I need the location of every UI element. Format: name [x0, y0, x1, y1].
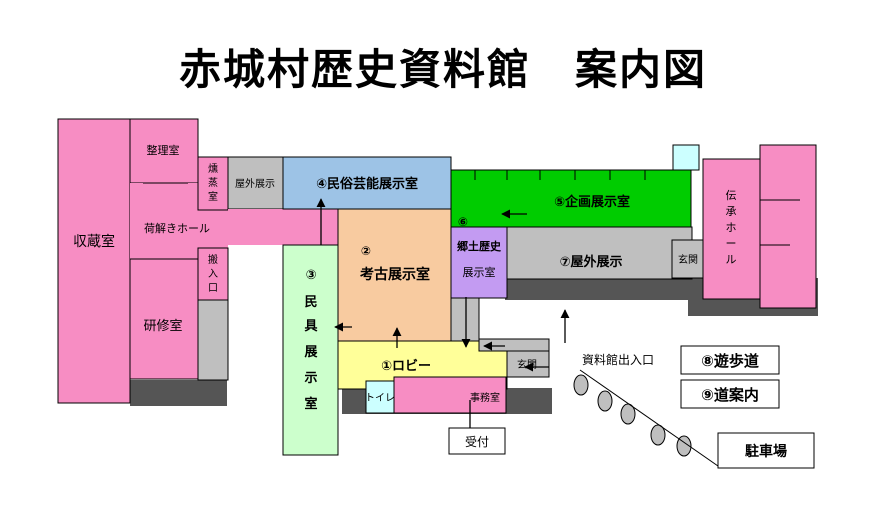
archaeology-room: [337, 208, 452, 342]
tradition-label-2: 承: [726, 205, 737, 218]
archaeology-label: 考古展示室: [360, 266, 430, 283]
tools-label-3: 具: [304, 319, 317, 334]
outdoor-small-label: 屋外展示: [235, 178, 275, 190]
right-wing: [759, 144, 817, 309]
corridor-left-gray: [197, 299, 229, 381]
tradition-label-4: ー: [726, 237, 737, 250]
toilet-label: トイレ: [365, 393, 395, 404]
loading-label-3: 口: [208, 283, 218, 294]
folk-label: ④民俗芸能展示室: [316, 176, 418, 192]
training-label: 研修室: [143, 318, 182, 334]
tools-label-2: 民: [304, 295, 317, 310]
special-label: ⑤企画展示室: [554, 194, 630, 210]
small-cyan-box: [672, 144, 700, 171]
local-label-1: 郷土歴史: [457, 239, 502, 253]
tools-label-6: 室: [304, 396, 317, 412]
outdoor-exhibit-small: [227, 156, 284, 210]
archaeology-num: ②: [361, 244, 371, 258]
walkway-box: [680, 345, 780, 375]
storage-room: [57, 118, 131, 404]
tradition-label-3: ホ: [726, 221, 737, 234]
route-arrows: [316, 198, 570, 428]
special-room-dividers: [474, 170, 646, 180]
storage-label: 収蔵室: [73, 233, 115, 250]
reception-box: [448, 427, 506, 455]
arrange-room: [129, 118, 199, 184]
museum-entrance-label: 資料館出入口: [582, 352, 654, 367]
outdoor-exhibit: [506, 226, 693, 280]
tools-label-1: ③: [305, 268, 316, 283]
parking-label: 駐車場: [745, 443, 787, 460]
tools-room: [282, 244, 339, 456]
walkway-label: ⑧遊歩道: [701, 352, 759, 370]
office: [393, 376, 507, 414]
tools-label-4: 展: [304, 345, 318, 360]
office-label: 事務室: [470, 391, 500, 404]
tradition-hall: [702, 158, 761, 300]
unpacking-label: 荷解きホール: [144, 221, 210, 235]
parking-box: [717, 432, 815, 469]
corridor-connector: [228, 209, 338, 245]
folk-art-room: [282, 156, 452, 210]
guide-label: ⑨道案内: [701, 386, 759, 404]
map-title: 赤城村歴史資料館 案内図: [178, 45, 707, 94]
lobby-label: ①ロビー: [381, 358, 431, 374]
walkway-path: [573, 374, 692, 457]
tradition-label-5: ル: [726, 253, 737, 266]
entrance-label: 玄関: [517, 358, 537, 371]
local-num: ⑥: [458, 215, 468, 229]
special-exhibit-room: [450, 169, 692, 228]
entrance-right-label: 玄関: [678, 253, 698, 266]
fumigation-label-1: 燻: [208, 162, 218, 175]
reception-label: 受付: [465, 435, 489, 449]
loading-label-1: 搬: [208, 253, 218, 266]
tools-label-5: 示: [304, 371, 317, 386]
loading-label-2: 入: [208, 269, 218, 280]
local-label-2: 展示室: [463, 265, 496, 279]
fumigation-label-2: 蒸: [208, 177, 218, 189]
arrange-label: 整理室: [147, 143, 180, 157]
tradition-label-1: 伝: [726, 189, 737, 202]
lobby-corridor-right: [478, 338, 550, 352]
lobby-corridor: [450, 297, 480, 342]
outdoor-label: ⑦屋外展示: [559, 254, 622, 270]
guide-box: [680, 379, 780, 409]
loading-entry: [197, 247, 229, 301]
fumigation-label-3: 室: [208, 190, 218, 203]
